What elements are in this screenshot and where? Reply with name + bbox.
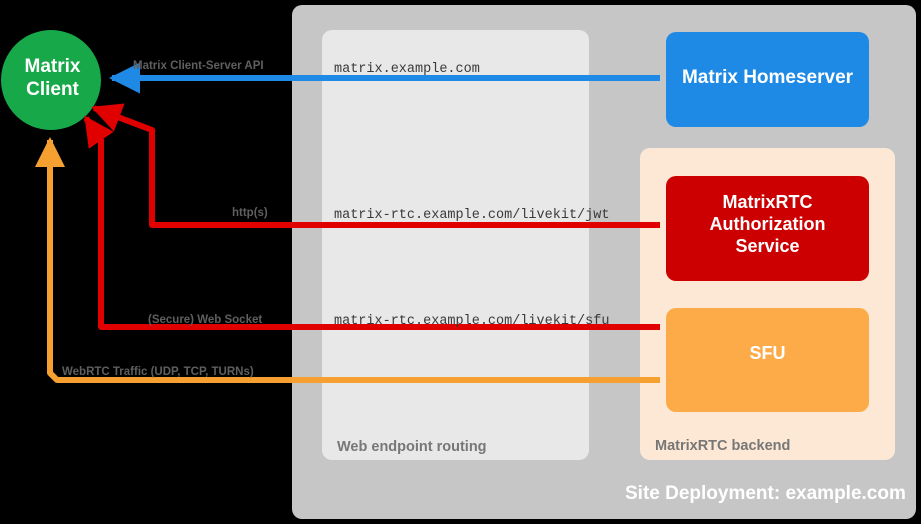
node-matrix-homeserver[interactable]: [666, 32, 869, 127]
node-matrixrtc-authorization-service[interactable]: [666, 176, 869, 281]
endpoint-matrix-example-com: matrix.example.com: [334, 62, 480, 77]
group-label-web-endpoint-routing: Web endpoint routing: [337, 439, 487, 455]
edge-http-jwt: [91, 103, 660, 228]
endpoint-livekit-sfu: matrix-rtc.example.com/livekit/sfu: [334, 314, 610, 329]
edge-webrtc-traffic: [35, 137, 660, 383]
edge-label-web-socket: (Secure) Web Socket: [148, 314, 263, 326]
group-label-matrixrtc-backend: MatrixRTC backend: [655, 438, 791, 454]
node-matrix-client[interactable]: [1, 30, 101, 130]
node-sfu[interactable]: [666, 308, 869, 412]
group-web-endpoint-routing: [322, 30, 589, 460]
site-deployment-label: Site Deployment: example.com: [625, 483, 906, 504]
edge-label-client-server-api: Matrix Client-Server API: [133, 60, 264, 72]
edge-label-webrtc-traffic: WebRTC Traffic (UDP, TCP, TURNs): [62, 366, 254, 378]
edge-label-http-jwt: http(s): [232, 207, 268, 219]
edge-web-socket: [83, 115, 660, 330]
endpoint-livekit-jwt: matrix-rtc.example.com/livekit/jwt: [334, 208, 610, 223]
